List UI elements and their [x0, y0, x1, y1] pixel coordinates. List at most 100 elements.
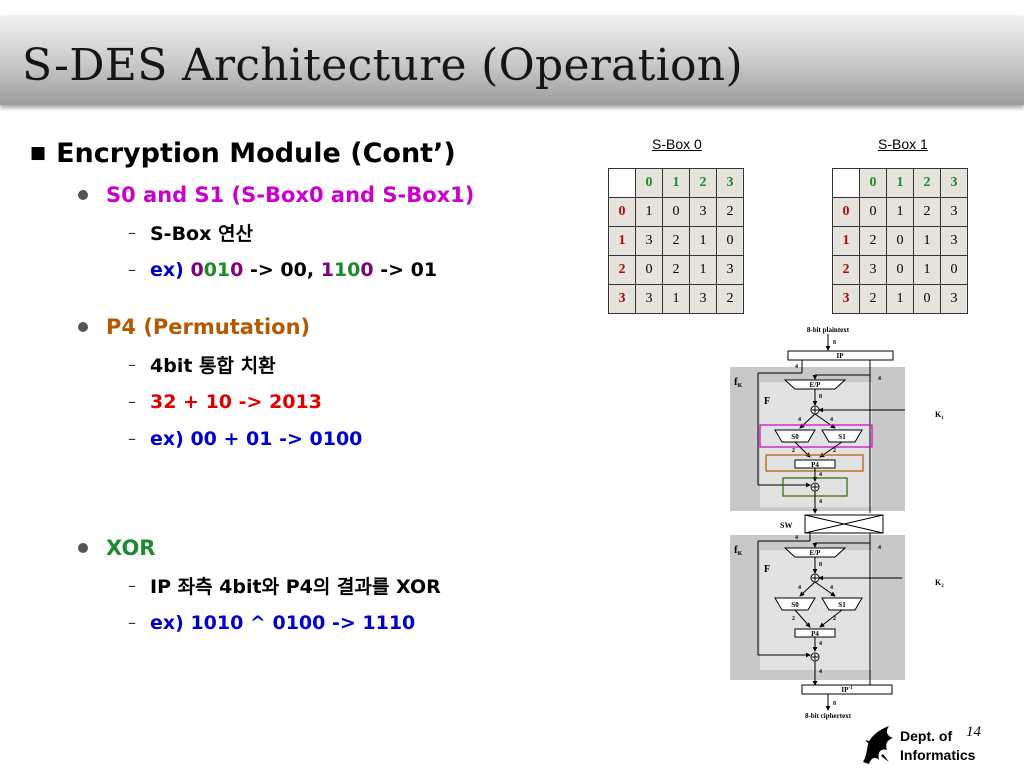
s1-label: S1 — [838, 433, 846, 441]
ep2-box — [783, 547, 847, 558]
ep-label: E/P — [810, 381, 822, 389]
sbox1-col-header: 1 — [886, 168, 914, 198]
svg-text:2: 2 — [792, 448, 795, 454]
sub-bullet: – 4bit 통합 치환 — [128, 346, 590, 383]
sbox1-cell: 0 — [886, 226, 914, 256]
example-text: ex) 0010 -> 00, 1100 -> 01 — [150, 258, 438, 281]
s0-label: S0 — [791, 433, 799, 441]
svg-text:4: 4 — [795, 535, 798, 541]
svg-text:2: 2 — [833, 616, 836, 622]
bullet-xor: XOR — [78, 529, 590, 567]
table-row: 3 3 1 3 2 — [608, 284, 744, 314]
s0-box — [774, 429, 816, 443]
sub-bullet: – 32 + 10 -> 2013 — [128, 383, 590, 420]
ep2-label: E/P — [810, 549, 822, 557]
slide-content: ■ Encryption Module (Cont’) S0 and S1 (S… — [30, 130, 590, 641]
sbox0-cell: 0 — [635, 255, 663, 285]
svg-text:4: 4 — [819, 472, 822, 478]
svg-text:8: 8 — [819, 562, 822, 568]
page-number: 14 — [966, 724, 981, 740]
plaintext-label: 8-bit plaintext — [807, 326, 850, 334]
sbox0-cell: 3 — [689, 197, 717, 227]
sbox1-cell: 2 — [859, 226, 887, 256]
sub-bullet: – ex) 1010 ^ 0100 -> 1110 — [128, 604, 590, 641]
square-bullet-icon: ■ — [30, 143, 47, 163]
table-row: 0 1 0 3 2 — [608, 197, 744, 227]
table-row: 0 0 1 2 3 — [832, 197, 968, 227]
dash-bullet-icon: – — [128, 613, 136, 632]
sbox1-cell: 3 — [940, 226, 968, 256]
k2-label: K2 — [935, 578, 944, 589]
sbox0-col-header: 3 — [716, 168, 744, 198]
sbox0-cell: 1 — [689, 226, 717, 256]
dash-bullet-icon: – — [128, 429, 136, 448]
sbox1-row-header: 1 — [832, 226, 860, 256]
sbox0-corner-cell — [608, 168, 636, 198]
sbox0-cell: 2 — [662, 255, 690, 285]
heading-text: Encryption Module (Cont’) — [56, 137, 456, 169]
sbox1-cell: 3 — [940, 197, 968, 227]
sbox1-cell: 2 — [859, 284, 887, 314]
sbox1-cell: 0 — [886, 255, 914, 285]
bullet-label: XOR — [106, 536, 156, 560]
table-row: 1 3 2 1 0 — [608, 226, 744, 256]
sbox0-col-header: 1 — [662, 168, 690, 198]
sbox0-col-header: 2 — [689, 168, 717, 198]
sbox0-cell: 3 — [716, 255, 744, 285]
dash-bullet-icon: – — [128, 355, 136, 374]
sbox1-cell: 3 — [940, 284, 968, 314]
svg-text:8: 8 — [833, 701, 836, 707]
sbox1-cell: 3 — [859, 255, 887, 285]
sub-bullet-text: IP 좌측 4bit와 P4의 결과를 XOR — [150, 576, 441, 598]
sub-bullet-text: 32 + 10 -> 2013 — [150, 390, 322, 413]
sbox0-header-row: 0 1 2 3 — [608, 168, 744, 198]
s0-label-2: S0 — [791, 601, 799, 609]
sbox0-cell: 3 — [635, 284, 663, 314]
p4-label-2: P4 — [811, 630, 819, 638]
sbox1-row-header: 0 — [832, 197, 860, 227]
fk2-label: fK — [734, 544, 743, 557]
sbox0-row-header: 1 — [608, 226, 636, 256]
slide-title: S-DES Architecture (Operation) — [22, 40, 743, 91]
sbox0-col-header: 0 — [635, 168, 663, 198]
svg-text:2: 2 — [792, 616, 795, 622]
sbox0-cell: 1 — [635, 197, 663, 227]
table-row: 2 0 2 1 3 — [608, 255, 744, 285]
circle-bullet-icon — [78, 190, 88, 200]
ip-label: IP — [837, 352, 845, 360]
sbox0-row-header: 0 — [608, 197, 636, 227]
sbox0-cell: 3 — [635, 226, 663, 256]
svg-text:4: 4 — [819, 499, 822, 505]
sbox-highlight — [759, 424, 873, 448]
sdes-diagram: 8-bit plaintext 8 IP fK F 4 4 E/P 8 8 4 … — [730, 326, 905, 720]
sbox1-cell: 1 — [886, 197, 914, 227]
svg-text:8: 8 — [819, 394, 822, 400]
sbox1-cell: 2 — [913, 197, 941, 227]
circle-bullet-icon — [78, 543, 88, 553]
s1-box — [821, 429, 863, 443]
sbox1-col-header: 0 — [859, 168, 887, 198]
f2-label: F — [764, 564, 770, 575]
bullet-label: S0 and S1 (S-Box0 and S-Box1) — [106, 183, 475, 207]
svg-text:4: 4 — [798, 417, 801, 423]
sbox1-cell: 1 — [913, 255, 941, 285]
svg-text:4: 4 — [819, 669, 822, 675]
dash-bullet-icon: – — [128, 576, 136, 595]
sbox0-table: 0 1 2 3 0 1 0 3 2 1 3 2 1 0 2 0 2 1 3 3 … — [608, 168, 744, 314]
sbox0-cell: 1 — [662, 284, 690, 314]
key-labels: K1 K2 — [935, 410, 944, 589]
fk1-label: fK — [734, 376, 743, 389]
sub-bullet-text: S-Box 연산 — [150, 223, 253, 245]
circle-bullet-icon — [78, 322, 88, 332]
bullet-label: P4 (Permutation) — [106, 315, 311, 339]
sub-bullet: – S-Box 연산 — [128, 214, 590, 251]
s1-label-2: S1 — [838, 601, 846, 609]
svg-text:4: 4 — [830, 417, 833, 423]
ip-inverse-label: IP-1 — [841, 686, 853, 694]
table-row: 2 3 0 1 0 — [832, 255, 968, 285]
title-bar — [0, 15, 1024, 105]
sub-bullet: – IP 좌측 4bit와 P4의 결과를 XOR — [128, 567, 590, 604]
sbox0-cell: 0 — [662, 197, 690, 227]
sbox1-table: 0 1 2 3 0 0 1 2 3 1 2 0 1 3 2 3 0 1 0 3 … — [832, 168, 968, 314]
bullet-p4: P4 (Permutation) — [78, 308, 590, 346]
